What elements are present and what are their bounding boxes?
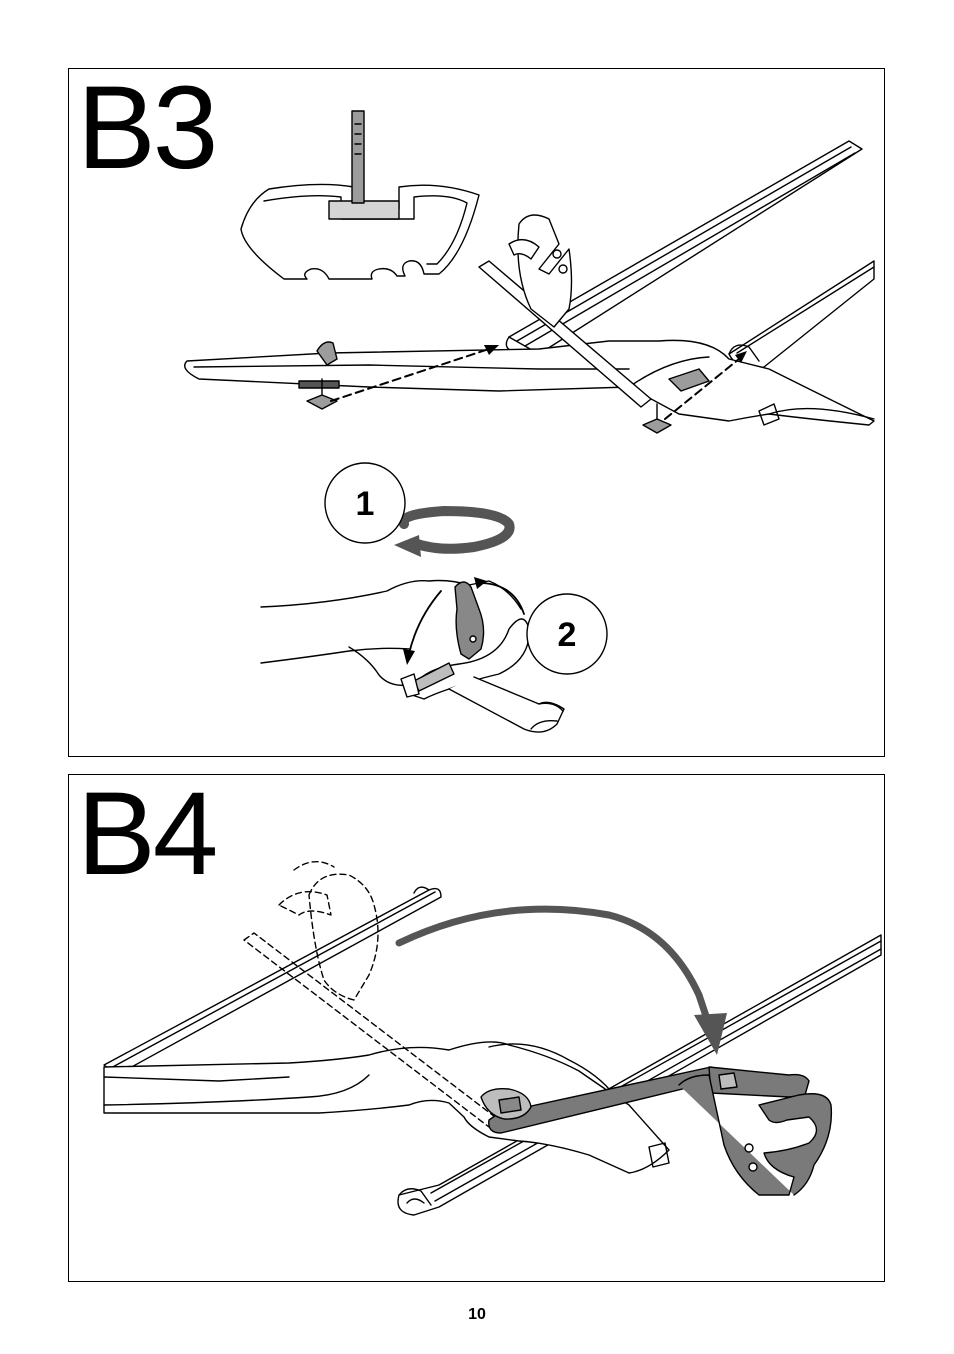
roof-bar-rear xyxy=(104,887,441,1075)
roof-bar-front xyxy=(729,261,874,369)
b4-illustration xyxy=(69,775,885,1282)
swing-arrow xyxy=(399,909,727,1055)
panel-b4: B4 xyxy=(68,774,885,1282)
callout-1: 1 xyxy=(356,485,375,523)
panel-b3: B3 xyxy=(68,68,885,757)
callout-2: 2 xyxy=(558,616,577,654)
page-number: 10 xyxy=(0,1306,954,1324)
rotation-arrow xyxy=(394,511,510,557)
bar-lower xyxy=(449,677,564,732)
b3-illustration: 1 2 xyxy=(69,69,885,757)
bar-cross-section xyxy=(241,111,479,279)
